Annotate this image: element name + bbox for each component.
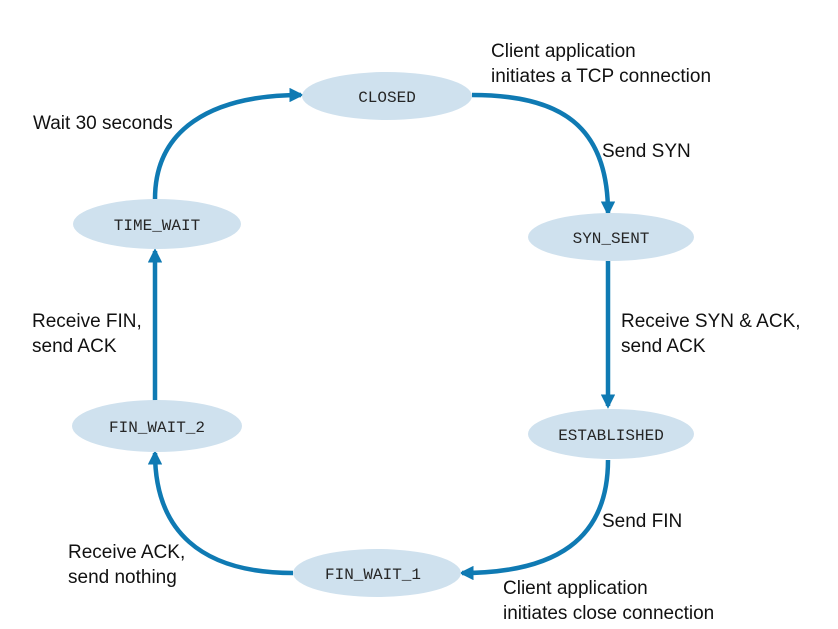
- arrow-time-wait-to-closed: [152, 87, 304, 200]
- state-time-wait: TIME_WAIT: [73, 199, 241, 249]
- label-send-syn: Send SYN: [602, 141, 691, 162]
- label-receive-syn-ack-line-1: Receive SYN & ACK,: [621, 311, 801, 332]
- label-receive-fin-line-1: Receive FIN,: [32, 311, 142, 332]
- label-wait-line-1: Wait 30 seconds: [33, 113, 173, 134]
- label-client-close-line-1: Client application: [503, 578, 648, 599]
- label-client-initiates-line-1: Client application: [491, 41, 636, 62]
- label-send-syn-line-1: Send SYN: [602, 141, 691, 162]
- label-receive-ack-line-2: send nothing: [68, 567, 177, 588]
- label-client-initiates: Client application initiates a TCP conne…: [491, 41, 711, 87]
- state-fin-wait-1-label: FIN_WAIT_1: [325, 566, 421, 584]
- state-syn-sent: SYN_SENT: [528, 213, 694, 261]
- state-closed: CLOSED: [302, 72, 472, 120]
- state-syn-sent-label: SYN_SENT: [573, 230, 650, 248]
- label-client-initiates-line-2: initiates a TCP connection: [491, 66, 711, 87]
- state-fin-wait-1-shape: [293, 549, 461, 597]
- state-closed-shape: [302, 72, 472, 120]
- label-receive-fin: Receive FIN, send ACK: [32, 311, 147, 357]
- transition-arrows: [147, 87, 616, 581]
- state-closed-label: CLOSED: [358, 89, 416, 107]
- state-fin-wait-2: FIN_WAIT_2: [72, 400, 242, 452]
- state-established: ESTABLISHED: [528, 409, 694, 459]
- label-send-fin-line-1: Send FIN: [602, 511, 682, 532]
- label-client-close-line-2: initiates close connection: [503, 603, 714, 624]
- label-receive-ack: Receive ACK, send nothing: [68, 542, 191, 588]
- state-established-label: ESTABLISHED: [558, 427, 664, 445]
- state-fin-wait-2-shape: [72, 400, 242, 452]
- label-receive-syn-ack-line-2: send ACK: [621, 336, 706, 357]
- label-client-close: Client application initiates close conne…: [503, 578, 714, 624]
- arrow-fin-wait-1-to-fin-wait-2: [147, 450, 294, 576]
- label-receive-fin-line-2: send ACK: [32, 336, 117, 357]
- state-fin-wait-2-label: FIN_WAIT_2: [109, 419, 205, 437]
- state-established-shape: [528, 409, 694, 459]
- label-send-fin: Send FIN: [602, 511, 682, 532]
- label-receive-ack-line-1: Receive ACK,: [68, 542, 185, 563]
- arrow-closed-to-syn-sent: [471, 92, 616, 216]
- state-fin-wait-1: FIN_WAIT_1: [293, 549, 461, 597]
- arrow-established-to-fin-wait-1: [459, 459, 611, 581]
- state-time-wait-shape: [73, 199, 241, 249]
- label-wait: Wait 30 seconds: [33, 113, 173, 134]
- label-receive-syn-ack: Receive SYN & ACK, send ACK: [621, 311, 806, 357]
- state-time-wait-label: TIME_WAIT: [114, 217, 200, 235]
- state-syn-sent-shape: [528, 213, 694, 261]
